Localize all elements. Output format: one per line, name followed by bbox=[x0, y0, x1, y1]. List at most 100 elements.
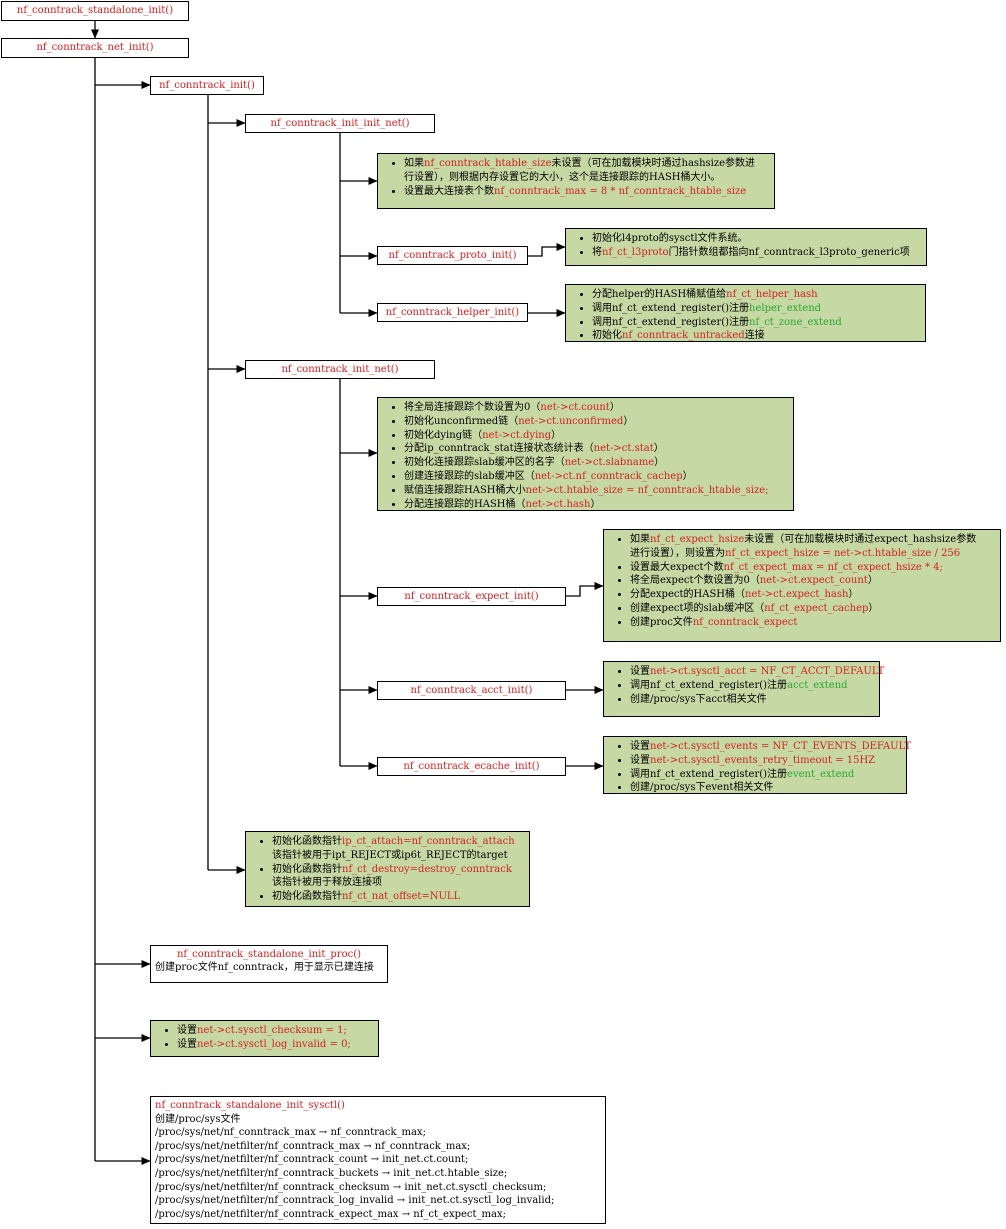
fn-helper-init: nf_conntrack_helper_init() bbox=[377, 303, 528, 322]
note-text: nf_ct_nat_offset=NULL bbox=[342, 891, 461, 903]
note-text: nf_ct_expect_hsize = net->ct.htable_size… bbox=[725, 547, 961, 559]
note-text: 设置 bbox=[630, 754, 650, 766]
fn-init-net: nf_conntrack_init_net() bbox=[245, 360, 435, 379]
note-text: 设置 bbox=[630, 741, 650, 752]
note-text: 创建连接跟踪的slab缓冲区（ bbox=[404, 470, 535, 482]
standalone-init-proc-title: nf_conntrack_standalone_init_proc() bbox=[176, 949, 362, 960]
note-bullet: 初始化函数指针nf_ct_destroy=destroy_conntrack bbox=[272, 863, 525, 877]
note-bullet-list: 如果nf_ct_expect_hsize未设置（可在加载模块时通过expect_… bbox=[608, 533, 996, 630]
note-text: ） bbox=[868, 602, 879, 614]
note-text: 分配ip_conntrack_stat连接状态统计表（ bbox=[404, 443, 594, 455]
note-text: net->ct.htable_size = nf_conntrack_htabl… bbox=[525, 484, 769, 496]
note-helper-init: 分配helper的HASH桶赋值给nf_ct_helper_hash调用nf_c… bbox=[565, 284, 926, 342]
note-bullet: 分配ip_conntrack_stat连接状态统计表（net->ct.stat） bbox=[404, 442, 789, 456]
note-text: 连接 bbox=[744, 330, 765, 342]
standalone-init-sysctl-box: nf_conntrack_standalone_init_sysctl() 创建… bbox=[150, 1096, 606, 1224]
note-text: 设置 bbox=[177, 1038, 197, 1050]
note-bullet: 分配连接跟踪的HASH桶（net->ct.hash） bbox=[404, 498, 789, 512]
note-text: ） bbox=[590, 498, 601, 510]
note-text: nf_ct_destroy=destroy_conntrack bbox=[342, 863, 512, 875]
note-text: 将 bbox=[592, 246, 602, 258]
note-text: 未设置（可在加载模块时通过hashsize参数进 bbox=[551, 158, 756, 169]
note-text: ） bbox=[867, 575, 878, 587]
note-text: 初始化函数指针 bbox=[272, 891, 342, 903]
note-text: 设置最大连接表个数 bbox=[404, 185, 494, 197]
note-text: 将全局expect个数设置为0（ bbox=[630, 575, 760, 587]
standalone-init-proc-desc: 创建proc文件nf_conntrack，用于显示已建连接 bbox=[155, 962, 374, 974]
note-bullet: 设置net->ct.sysctl_log_invalid = 0; bbox=[177, 1038, 374, 1052]
note-text: net->ct.unconfirmed bbox=[518, 415, 624, 427]
note-bullet: 创建expect项的slab缓冲区（nf_ct_expect_cachep） bbox=[630, 602, 996, 616]
note-text: 初始化 bbox=[592, 330, 622, 342]
note-text: 分配连接跟踪的HASH桶（ bbox=[404, 498, 526, 510]
note-bullet: 初始化dying链（net->ct.dying） bbox=[404, 429, 789, 443]
note-bullet: 分配helper的HASH桶赋值给nf_ct_helper_hash bbox=[592, 288, 921, 302]
note-text: 进行设置），则设置为 bbox=[630, 547, 725, 559]
note-bullet: 初始化连接跟踪slab缓冲区的名字（net->ct.slabname） bbox=[404, 456, 789, 470]
note-text: nf_ct_expect_hsize bbox=[650, 534, 745, 545]
note-init-net: 将全局连接跟踪个数设置为0（net->ct.count）初始化unconfirm… bbox=[377, 397, 794, 511]
sysctl-line: /proc/sys/net/netfilter/nf_conntrack_log… bbox=[155, 1195, 555, 1207]
note-text: ） bbox=[623, 415, 634, 427]
note-bullet: 分配expect的HASH桶（net->ct.expect_hash） bbox=[630, 588, 996, 602]
note-bullet: 将nf_ct_l3proto门指针数组都指向nf_conntrack_l3pro… bbox=[592, 246, 922, 260]
note-bullet-list: 将全局连接跟踪个数设置为0（net->ct.count）初始化unconfirm… bbox=[382, 401, 789, 511]
note-text: 设置 bbox=[177, 1025, 197, 1036]
note-text: 设置最大expect个数 bbox=[630, 561, 724, 573]
note-text: acct_extend bbox=[787, 679, 848, 691]
note-expect-init: 如果nf_ct_expect_hsize未设置（可在加载模块时通过expect_… bbox=[603, 529, 1001, 642]
note-bullet: 设置net->ct.sysctl_events_retry_timeout = … bbox=[630, 754, 902, 768]
standalone-init-proc-box: nf_conntrack_standalone_init_proc() 创建pr… bbox=[150, 945, 388, 983]
note-bullet: 初始化函数指针ip_ct_attach=nf_conntrack_attach bbox=[272, 835, 525, 849]
note-text: nf_ct_expect_cachep bbox=[764, 602, 869, 614]
note-text: net->ct.count bbox=[540, 402, 610, 413]
note-bullet-list: 如果nf_conntrack_htable_size未设置（可在加载模块时通过h… bbox=[382, 157, 770, 198]
note-text: nf_ct_helper_hash bbox=[726, 289, 818, 300]
note-text: 赋值连接跟踪HASH桶大小 bbox=[404, 484, 526, 496]
note-text: 初始化函数指针 bbox=[272, 836, 342, 847]
note-text: event_extend bbox=[787, 768, 855, 780]
note-text: nf_conntrack_max = 8 * nf_conntrack_htab… bbox=[494, 185, 747, 197]
note-text: nf_conntrack_untracked bbox=[622, 330, 745, 342]
note-text: net->ct.slabname bbox=[564, 457, 655, 469]
fn-expect-init: nf_conntrack_expect_init() bbox=[377, 587, 566, 606]
note-text: 分配expect的HASH桶（ bbox=[630, 589, 746, 601]
sysctl-line: /proc/sys/net/netfilter/nf_conntrack_cou… bbox=[155, 1154, 469, 1166]
note-sysctl-checksum: 设置net->ct.sysctl_checksum = 1;设置net->ct.… bbox=[150, 1020, 379, 1057]
note-text: 将全局连接跟踪个数设置为0（ bbox=[404, 402, 541, 413]
note-text: 门指针数组都指向nf_conntrack_l3proto_generic项 bbox=[668, 246, 910, 258]
note-text: ） bbox=[654, 457, 665, 469]
sysctl-line: /proc/sys/net/netfilter/nf_conntrack_max… bbox=[155, 1140, 471, 1152]
note-bullet: 该指针被用于释放连接项 bbox=[272, 876, 525, 890]
fn-standalone-init: nf_conntrack_standalone_init() bbox=[1, 1, 189, 21]
note-bullet: 行设置），则根据内存设置它的大小，这个是连接跟踪的HASH桶大小。 bbox=[404, 171, 770, 185]
note-text: nf_conntrack_htable_size bbox=[424, 158, 552, 169]
note-bullet: 调用nf_ct_extend_register()注册acct_extend bbox=[630, 679, 875, 693]
note-text: helper_extend bbox=[749, 302, 822, 314]
note-text: 初始化unconfirmed链（ bbox=[404, 415, 519, 427]
note-bullet: 初始化nf_conntrack_untracked连接 bbox=[592, 329, 921, 343]
fn-init-init-net: nf_conntrack_init_init_net() bbox=[245, 114, 435, 133]
note-bullet-list: 初始化l4proto的sysctl文件系统。将nf_ct_l3proto门指针数… bbox=[570, 232, 922, 260]
fn-acct-init: nf_conntrack_acct_init() bbox=[377, 681, 566, 700]
fn-init: nf_conntrack_init() bbox=[150, 76, 264, 95]
note-bullet-list: 初始化函数指针ip_ct_attach=nf_conntrack_attach该… bbox=[250, 835, 525, 904]
note-text: 该指针被用于ipt_REJECT或ip6t_REJECT的target bbox=[272, 849, 508, 861]
note-bullet: 赋值连接跟踪HASH桶大小net->ct.htable_size = nf_co… bbox=[404, 484, 789, 498]
note-text: net->ct.nf_conntrack_cachep bbox=[534, 470, 683, 482]
note-text: ip_ct_attach=nf_conntrack_attach bbox=[342, 836, 515, 847]
note-bullet: 创建/proc/sys下acct相关文件 bbox=[630, 693, 875, 707]
note-text: 行设置），则根据内存设置它的大小，这个是连接跟踪的HASH桶大小。 bbox=[404, 171, 721, 183]
note-text: 创建proc文件 bbox=[630, 616, 693, 628]
note-text: net->ct.sysctl_events_retry_timeout = 15… bbox=[650, 754, 876, 766]
note-bullet: 初始化l4proto的sysctl文件系统。 bbox=[592, 232, 922, 246]
note-bullet: 设置最大expect个数nf_ct_expect_max = nf_ct_exp… bbox=[630, 561, 996, 575]
note-bullet: 如果nf_ct_expect_hsize未设置（可在加载模块时通过expect_… bbox=[630, 533, 996, 547]
note-bullet: 初始化函数指针nf_ct_nat_offset=NULL bbox=[272, 890, 525, 904]
note-text: 分配helper的HASH桶赋值给 bbox=[592, 289, 727, 300]
note-bullet: 设置net->ct.sysctl_acct = NF_CT_ACCT_DEFAU… bbox=[630, 665, 884, 679]
note-bullet: 初始化unconfirmed链（net->ct.unconfirmed） bbox=[404, 415, 789, 429]
note-bullet: 调用nf_ct_extend_register()注册helper_extend bbox=[592, 302, 921, 316]
